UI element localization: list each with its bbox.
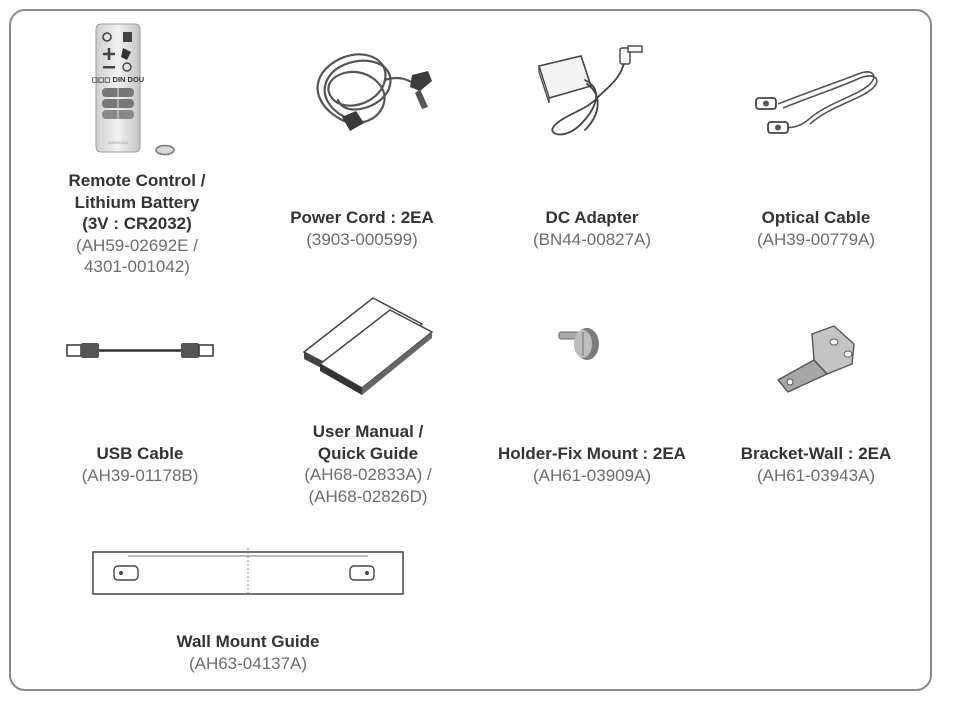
holder-fix-name: Holder-Fix Mount : 2EA [498, 444, 686, 463]
holder-fix-code: (AH61-03909A) [532, 465, 652, 485]
wall-mount-guide-caption: Wall Mount Guide (AH63-04137A) [148, 631, 348, 674]
power-cord-code: (3903-000599) [306, 229, 418, 249]
bracket-wall-code: (AH61-03943A) [756, 465, 876, 485]
wall-bracket-icon [772, 320, 867, 400]
dc-adapter-name: DC Adapter [545, 208, 639, 227]
usb-cable-code: (AH39-01178B) [81, 465, 199, 485]
usb-cable-icon [65, 338, 215, 364]
remote-code-line2: 4301-001042) [84, 257, 190, 276]
remote-control-icon: ◻◻◻ DIN DOU SAMSUNG [90, 20, 185, 160]
bracket-wall-name: Bracket-Wall : 2EA [740, 444, 892, 463]
dc-adapter-code: (BN44-00827A) [532, 229, 652, 249]
manual-caption: User Manual / Quick Guide (AH68-02833A) … [268, 421, 468, 507]
svg-text:◻◻◻ DIN DOU: ◻◻◻ DIN DOU [92, 75, 144, 84]
optical-cable-name: Optical Cable [761, 208, 871, 227]
usb-cable-caption: USB Cable (AH39-01178B) [40, 443, 240, 486]
remote-brand-label: SAMSUNG [108, 140, 128, 145]
wall-mount-guide-code: (AH63-04137A) [188, 653, 308, 673]
manual-name-line2: Quick Guide [317, 443, 419, 463]
manual-booklets-icon [298, 292, 438, 395]
bracket-wall-caption: Bracket-Wall : 2EA (AH61-03943A) [716, 443, 916, 486]
remote-name-line3: (3V : CR2032) [82, 214, 192, 233]
remote-code-line1: (AH59-02692E / [76, 235, 198, 255]
remote-caption: Remote Control / Lithium Battery (3V : C… [37, 170, 237, 278]
optical-cable-caption: Optical Cable (AH39-00779A) [716, 207, 916, 250]
manual-name-line1: User Manual / [312, 422, 424, 441]
optical-cable-icon [748, 62, 888, 142]
remote-name-line1: Remote Control / [68, 171, 206, 190]
wall-mount-guide-name: Wall Mount Guide [176, 632, 320, 651]
coin-battery-icon [155, 144, 175, 156]
holder-fix-caption: Holder-Fix Mount : 2EA (AH61-03909A) [492, 443, 692, 486]
accessories-panel [9, 9, 932, 691]
power-cord-icon [300, 45, 445, 150]
manual-code-line2: (AH68-02826D) [308, 486, 428, 506]
dc-adapter-icon [525, 40, 660, 150]
manual-code-line1: (AH68-02833A) / [304, 465, 432, 484]
power-cord-caption: Power Cord : 2EA (3903-000599) [262, 207, 462, 250]
power-cord-name: Power Cord : 2EA [290, 208, 434, 227]
optical-cable-code: (AH39-00779A) [756, 229, 876, 249]
remote-name-line2: Lithium Battery [74, 192, 200, 212]
usb-cable-name: USB Cable [96, 444, 184, 463]
dc-adapter-caption: DC Adapter (BN44-00827A) [492, 207, 692, 250]
wall-mount-guide-icon [92, 548, 404, 598]
holder-fix-screw-icon [555, 318, 615, 368]
